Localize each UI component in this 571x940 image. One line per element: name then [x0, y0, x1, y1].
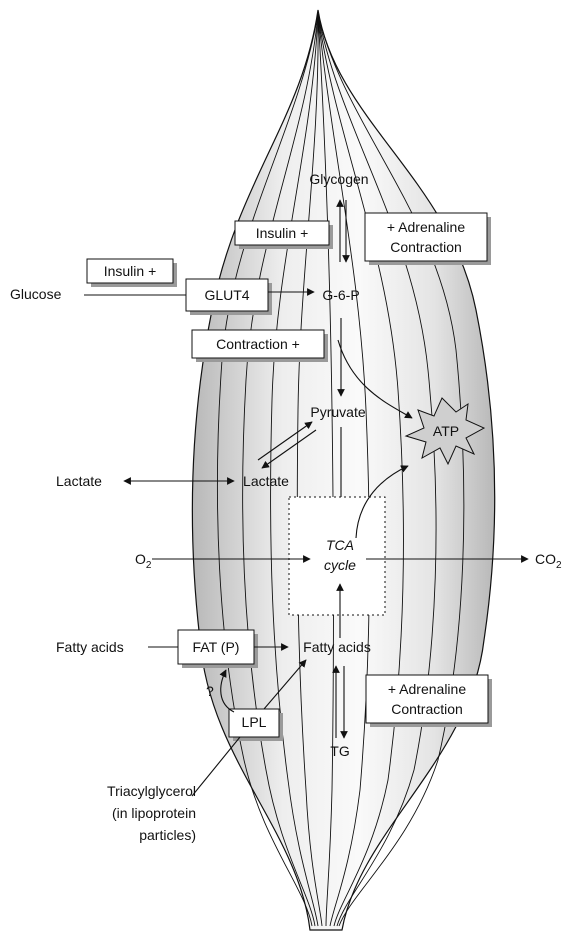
tca-label-line1: TCA [326, 537, 354, 553]
o2-label: O2 [135, 551, 152, 571]
tca-cycle-box [289, 497, 385, 615]
contraction-label: Contraction + [216, 336, 300, 352]
question-label: ? [206, 683, 214, 699]
fat-p-label: FAT (P) [193, 639, 240, 655]
co2-label: CO2 [535, 551, 562, 571]
pyruvate-label: Pyruvate [310, 404, 365, 420]
triacylglycerol-line1: Triacylglycerol [107, 783, 196, 799]
tca-label-line2: cycle [324, 557, 356, 573]
fatty-acids-outer-label: Fatty acids [56, 639, 124, 655]
glucose-label: Glucose [10, 286, 62, 302]
tg-label: TG [330, 743, 349, 759]
adrenaline-top-line1: + Adrenaline [387, 219, 465, 235]
triacylglycerol-line3: particles) [139, 827, 196, 843]
atp-label: ATP [433, 423, 459, 439]
insulin-outer-label: Insulin + [104, 263, 157, 279]
adrenaline-bottom-line1: + Adrenaline [388, 681, 466, 697]
g6p-label: G-6-P [322, 287, 359, 303]
adrenaline-top-line2: Contraction [390, 239, 462, 255]
fatty-acids-inner-label: Fatty acids [303, 639, 371, 655]
lactate-inner-label: Lactate [243, 473, 289, 489]
insulin-inner-label: Insulin + [256, 225, 309, 241]
lpl-label: LPL [242, 714, 267, 730]
adrenaline-bottom-line2: Contraction [391, 701, 463, 717]
muscle-outline [192, 10, 494, 930]
glycogen-label: Glycogen [309, 171, 368, 187]
lactate-outer-label: Lactate [56, 473, 102, 489]
glut4-label: GLUT4 [204, 287, 249, 303]
triacylglycerol-line2: (in lipoprotein [112, 805, 196, 821]
